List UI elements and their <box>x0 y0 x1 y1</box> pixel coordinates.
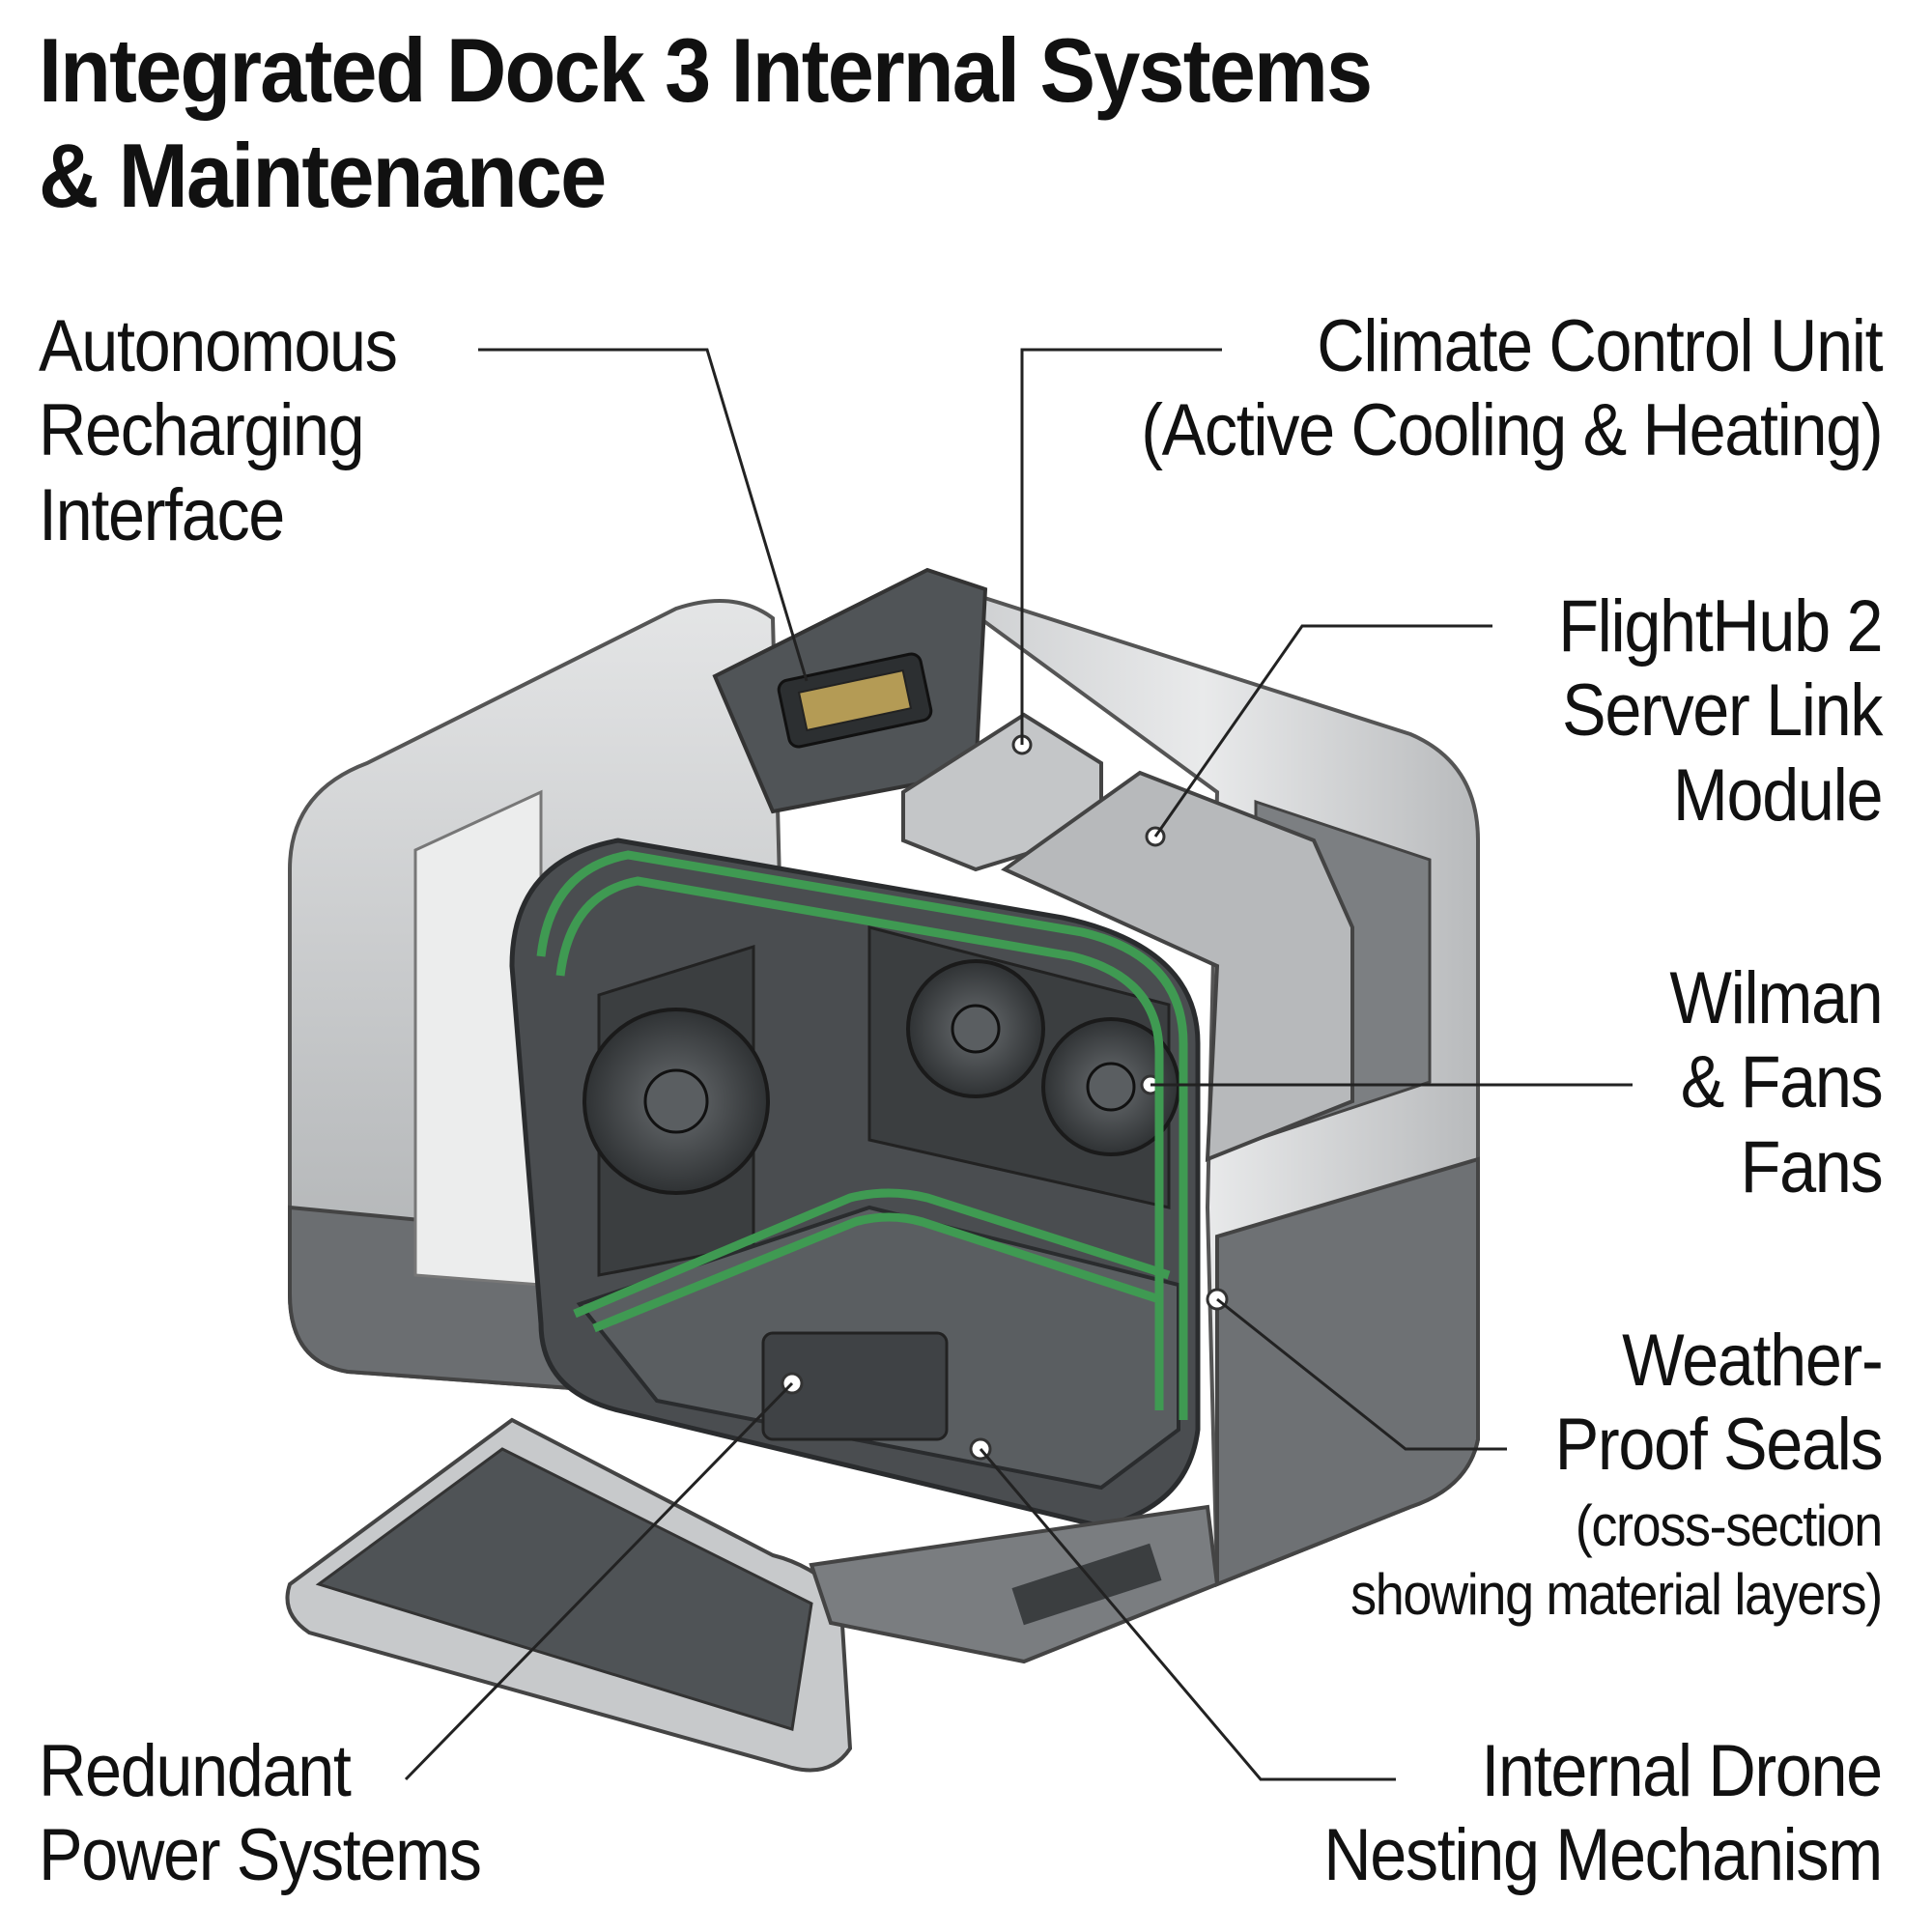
weather-seal <box>536 850 1188 1420</box>
label-line: (cross-section <box>1575 1493 1884 1558</box>
top-deck <box>712 567 988 814</box>
label-weather-seals-note: (cross-section showing material layers) <box>1350 1492 1884 1630</box>
label-line: (Active Cooling & Heating) <box>1140 389 1883 472</box>
label-recharging-interface: Autonomous Recharging Interface <box>39 304 398 557</box>
fan-center <box>906 959 1045 1098</box>
label-weather-seals: Weather- Proof Seals <box>1554 1319 1884 1488</box>
leader-recharging <box>478 348 809 682</box>
leader-climate <box>1020 348 1222 745</box>
label-line: Module <box>1672 753 1884 837</box>
leader-nesting <box>979 1448 1396 1781</box>
label-flighthub-module: FlightHub 2 Server Link Module <box>1558 584 1884 838</box>
label-line: Internal Drone <box>1481 1730 1883 1812</box>
label-redundant-power: Redundant Power Systems <box>39 1729 482 1898</box>
label-climate-control: Climate Control Unit (Active Cooling & H… <box>1140 304 1883 473</box>
label-line: Server Link <box>1561 669 1883 753</box>
label-line: Proof Seals <box>1554 1404 1883 1487</box>
label-fans: Wilman & Fans Fans <box>1669 956 1883 1209</box>
label-line: Wilman <box>1669 957 1883 1039</box>
label-line: Redundant <box>39 1730 352 1812</box>
label-nesting-mechanism: Internal Drone Nesting Mechanism <box>1323 1729 1883 1898</box>
label-line: Nesting Mechanism <box>1323 1814 1883 1897</box>
label-line: showing material layers) <box>1350 1561 1883 1627</box>
base-front <box>781 1288 1229 1664</box>
label-line: Fans <box>1740 1125 1883 1208</box>
label-line: Interface <box>39 473 285 556</box>
leader-power <box>404 1381 794 1781</box>
label-line: Climate Control Unit <box>1317 305 1883 387</box>
title-line-1: Integrated Dock 3 Internal Systems <box>39 19 1373 121</box>
title-line-2: & Maintenance <box>39 125 607 227</box>
leader-seals <box>1216 1297 1507 1451</box>
label-line: Recharging <box>39 389 365 472</box>
label-line: & Fans <box>1680 1041 1883 1124</box>
fan-right <box>1041 1017 1180 1156</box>
label-line: FlightHub 2 <box>1558 585 1883 668</box>
label-line: Weather- <box>1621 1320 1884 1402</box>
label-line: Power Systems <box>39 1814 482 1897</box>
interior-cavity <box>509 838 1201 1529</box>
page-title: Integrated Dock 3 Internal Systems & Mai… <box>39 17 1373 228</box>
fan-left <box>582 1008 770 1195</box>
front-door <box>285 1417 853 1773</box>
leader-flighthub <box>1153 624 1492 838</box>
leader-lines <box>404 348 1633 1781</box>
label-line: Autonomous <box>39 305 398 387</box>
